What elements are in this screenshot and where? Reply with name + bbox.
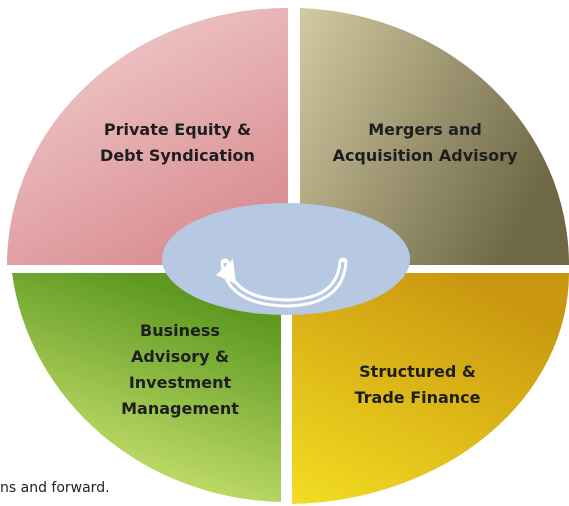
center-hub (162, 203, 410, 315)
quadrant-business-advisory (12, 273, 281, 502)
label-business-advisory-investment-management: Business Advisory & Investment Managemen… (121, 321, 239, 418)
quadrant-mergers-acquisition (300, 8, 569, 265)
label-mergers-acquisition-advisory: Mergers and Acquisition Advisory (332, 120, 518, 165)
quadrant-structured-trade-finance (292, 273, 569, 504)
quadrant-private-equity (6, 7, 288, 266)
label-structured-trade-finance: Structured & Trade Finance (354, 362, 481, 407)
circular-arrow-icon (216, 257, 348, 308)
footer-text-fragment: ns and forward. (0, 480, 110, 496)
label-private-equity-debt-syndication: Private Equity & Debt Syndication (100, 120, 255, 165)
